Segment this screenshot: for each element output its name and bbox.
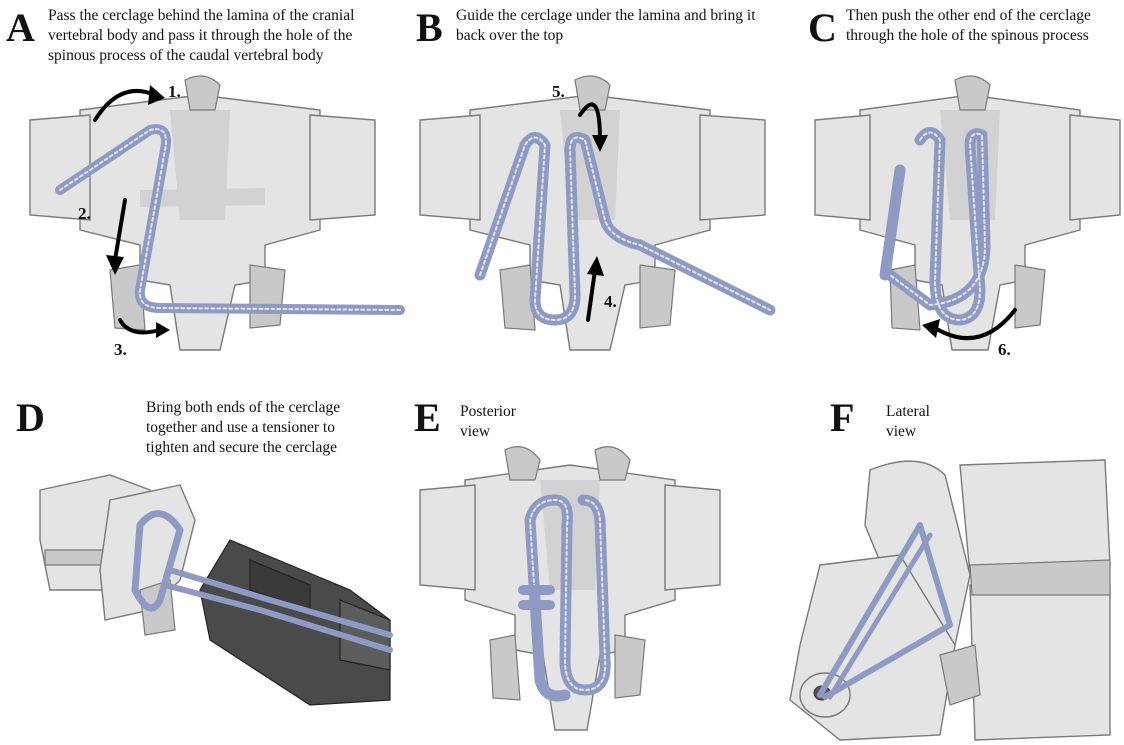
vertebra-illustration — [420, 76, 765, 350]
vertebra-illustration — [815, 76, 1120, 350]
vertebrae-posterior-c — [810, 70, 1124, 370]
panel-letter-d: D — [16, 398, 45, 438]
step-label-5: 5. — [552, 82, 565, 102]
step-label-4: 4. — [604, 292, 617, 312]
panel-letter-a: A — [6, 8, 35, 48]
panel-caption-e: Posterior view — [460, 402, 516, 442]
panel-caption-f: Lateral view — [886, 402, 930, 442]
tensioner-illustration — [10, 470, 390, 730]
step-label-2: 2. — [78, 204, 91, 224]
vertebrae-lateral-f — [780, 445, 1110, 745]
panel-caption-d: Bring both ends of the cerclage together… — [146, 398, 376, 458]
panel-caption-c: Then push the other end of the cerclage … — [846, 6, 1124, 46]
panel-letter-e: E — [414, 398, 441, 438]
step-label-3: 3. — [114, 340, 127, 360]
vertebra-illustration — [790, 460, 1110, 740]
step-label-6: 6. — [998, 340, 1011, 360]
panel-caption-b: Guide the cerclage under the lamina and … — [456, 6, 756, 46]
panel-letter-f: F — [830, 398, 854, 438]
panel-caption-a: Pass the cerclage behind the lamina of t… — [48, 6, 378, 66]
panel-letter-c: C — [808, 8, 837, 48]
step-label-1: 1. — [168, 82, 181, 102]
panel-letter-b: B — [416, 8, 443, 48]
vertebrae-posterior-e — [415, 440, 725, 740]
vertebrae-posterior-b — [410, 70, 800, 370]
